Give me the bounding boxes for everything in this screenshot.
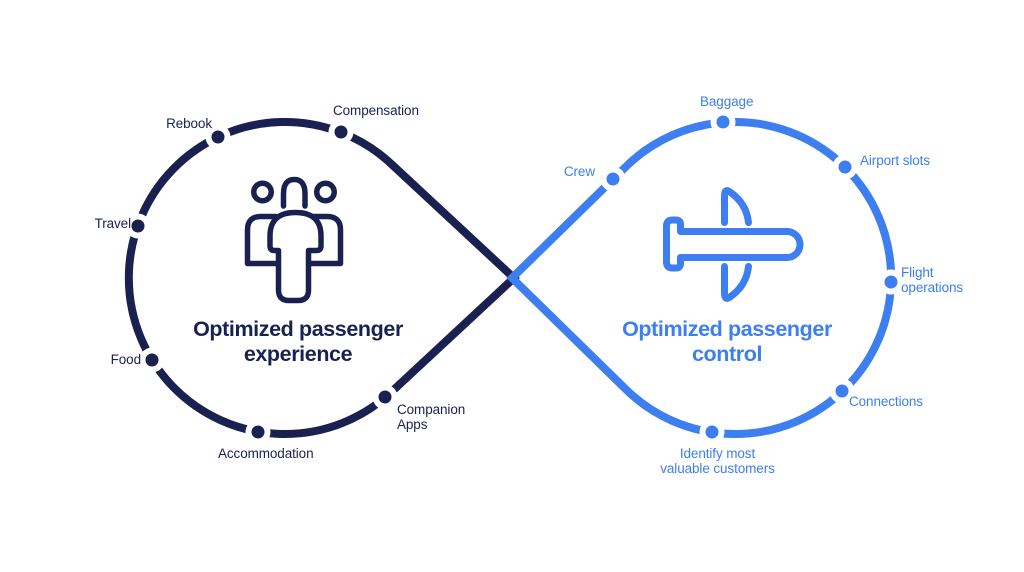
node-dot-rebook xyxy=(211,130,225,144)
node-dot-food xyxy=(145,353,159,367)
node-label-travel: Travel xyxy=(94,216,132,231)
control-loop-title: Optimized passenger control xyxy=(622,317,832,366)
node-dot-compensation xyxy=(334,125,348,139)
node-label-flight-operations: Flight operations xyxy=(901,265,964,295)
node-dot-identify-customers xyxy=(705,425,719,439)
node-dot-crew xyxy=(606,172,620,186)
node-dot-companion-apps xyxy=(378,390,392,404)
node-dot-airport-slots xyxy=(838,160,852,174)
experience-loop-path xyxy=(124,118,520,438)
node-dot-accommodation xyxy=(251,425,265,439)
node-label-compensation: Compensation xyxy=(333,103,419,118)
node-dot-connections xyxy=(835,384,849,398)
airplane-icon xyxy=(663,187,804,302)
experience-node-dots xyxy=(131,125,392,439)
node-label-identify-customers: Identify most valuable customers xyxy=(660,446,775,476)
node-dot-baggage xyxy=(716,115,730,129)
experience-loop-title: Optimized passenger experience xyxy=(193,317,403,366)
node-label-connections: Connections xyxy=(849,394,923,409)
node-dot-flight-operations xyxy=(884,275,898,289)
node-label-companion-apps: Companion Apps xyxy=(397,402,466,432)
node-label-baggage: Baggage xyxy=(700,94,754,109)
passengers-icon xyxy=(244,176,344,304)
node-label-rebook: Rebook xyxy=(166,116,212,131)
node-label-crew: Crew xyxy=(563,164,595,179)
node-label-airport-slots: Airport slots xyxy=(860,153,930,168)
node-dot-travel xyxy=(131,219,145,233)
node-label-accommodation: Accommodation xyxy=(218,446,314,461)
node-label-food: Food xyxy=(110,352,141,367)
control-node-dots xyxy=(606,115,898,439)
